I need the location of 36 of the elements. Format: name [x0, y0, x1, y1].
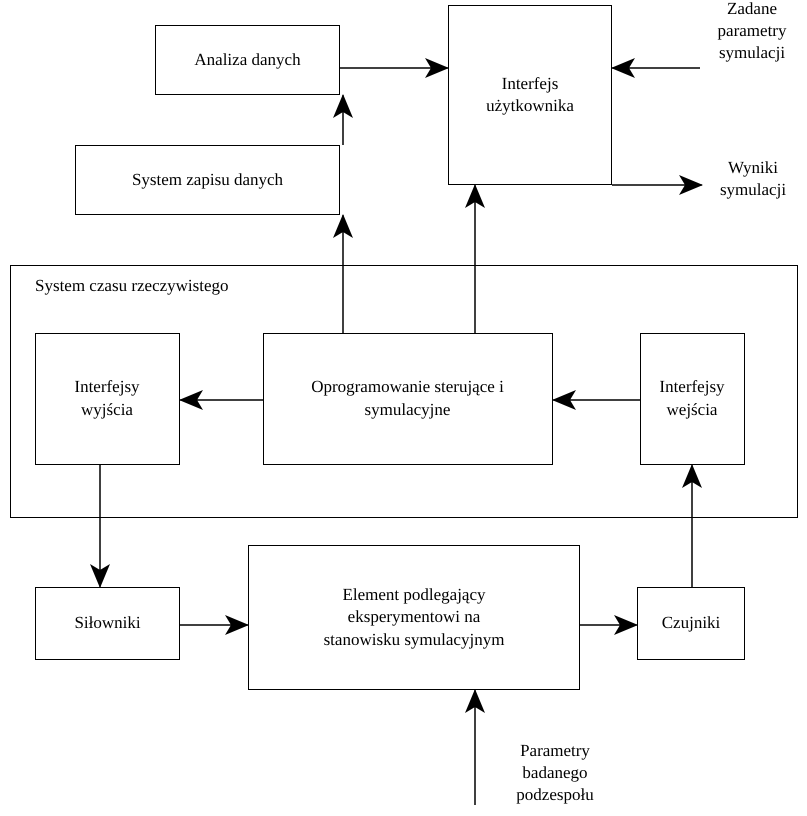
arrow — [333, 94, 353, 145]
process-box — [34, 332, 180, 464]
arrow — [340, 58, 449, 78]
box-label: Czujniki — [662, 612, 720, 634]
box-label: Interfejsy wejścia — [658, 376, 726, 421]
frame-heading: System czasu rzeczywistego — [35, 275, 229, 297]
box-label: Siłowniki — [74, 612, 141, 634]
arrow — [179, 390, 263, 410]
box-label: Interfejs użytkownika — [485, 72, 575, 117]
process-box — [448, 5, 612, 185]
arrow — [682, 464, 702, 587]
arrow — [611, 58, 700, 78]
box-label: System zapisu danych — [132, 168, 284, 191]
process-box — [155, 25, 340, 95]
input-label: Parametry badanego podzespołu — [490, 732, 620, 814]
process-box — [248, 545, 580, 690]
arrow — [180, 615, 249, 635]
box-label: Interfejsy wyjścia — [73, 376, 141, 421]
arrow — [552, 390, 640, 410]
box-label: Analiza danych — [194, 48, 301, 71]
arrow — [465, 184, 485, 333]
process-box — [75, 145, 340, 215]
arrow — [580, 615, 638, 635]
process-box — [35, 587, 180, 660]
process-box — [640, 332, 744, 464]
arrow — [90, 465, 110, 588]
input-label: Wyniki symulacji — [702, 150, 804, 208]
system-frame — [10, 265, 798, 518]
process-box — [262, 332, 552, 464]
arrow — [465, 689, 485, 805]
process-box — [637, 587, 745, 660]
box-label: Oprogramowanie sterujące i symulacyjne — [310, 376, 505, 421]
arrow — [612, 175, 703, 195]
input-label: Zadane parametry symulacji — [700, 0, 804, 62]
arrow — [333, 214, 353, 333]
box-label: Element podlegający eksperymentowi na stanowisku symulacyjnym — [322, 584, 506, 651]
